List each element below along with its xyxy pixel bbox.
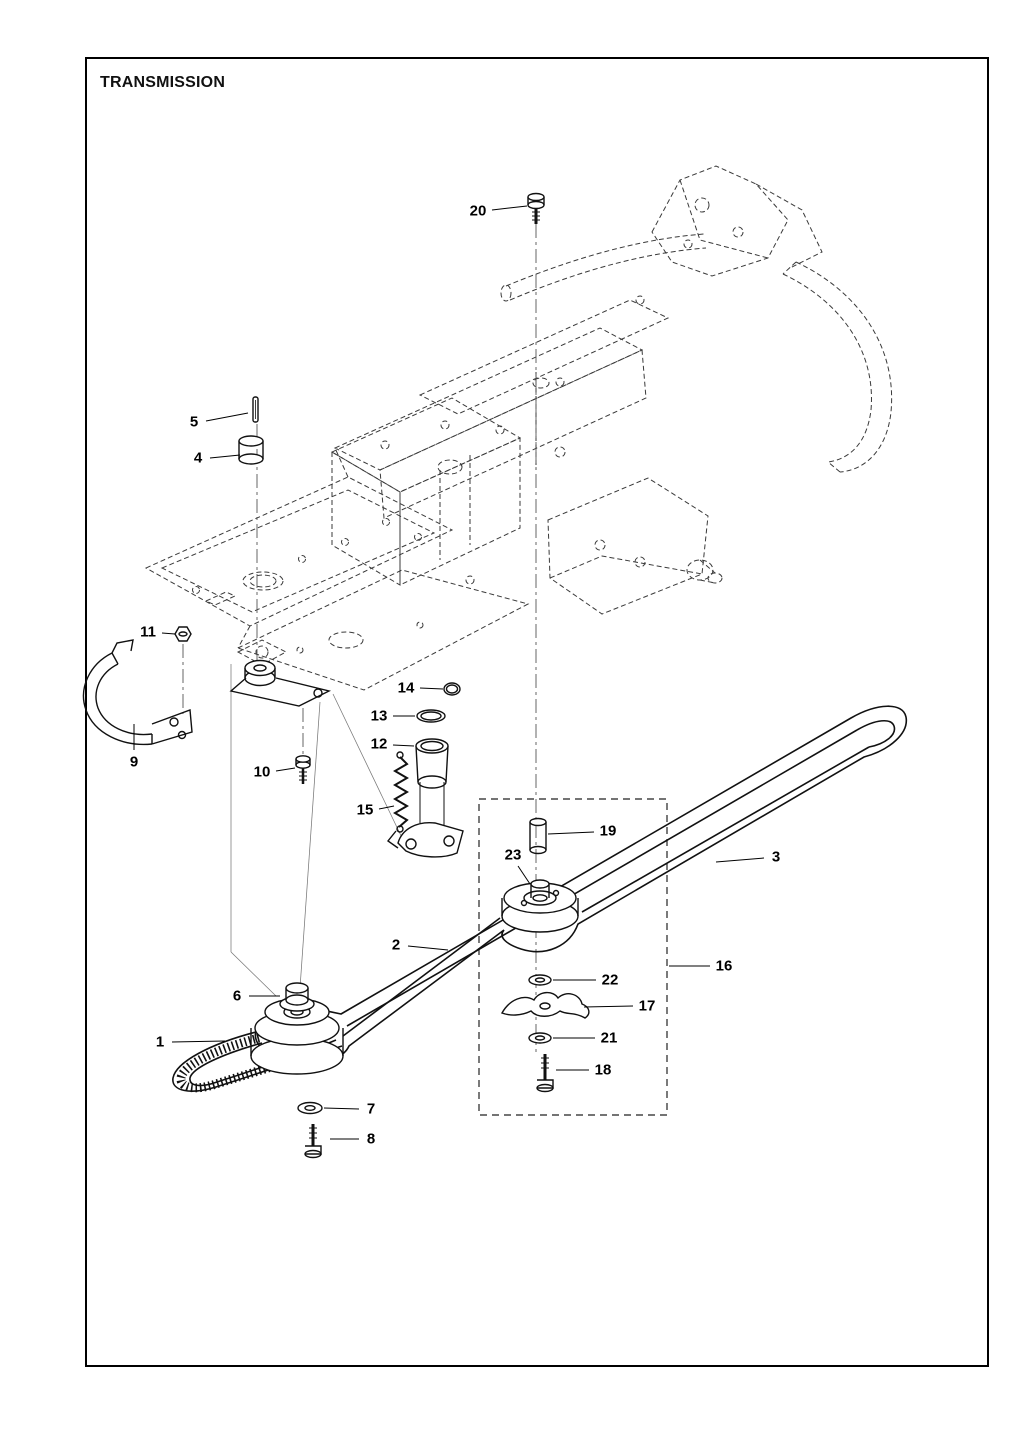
chassis-frame-dashed xyxy=(144,165,893,691)
spacer-6-top xyxy=(285,982,309,994)
ring-13 xyxy=(416,709,446,723)
callout-leader-4 xyxy=(209,454,241,459)
callout-leader-14 xyxy=(419,687,444,690)
idler-pulley-23 xyxy=(501,879,579,933)
page-title: TRANSMISSION xyxy=(100,74,226,91)
callout-leader-20 xyxy=(491,205,528,211)
callout-leader-12 xyxy=(392,744,415,747)
main-pulley-stack xyxy=(250,982,344,1075)
callout-leader-2 xyxy=(407,945,449,951)
cup-12 xyxy=(415,738,449,789)
nut-11 xyxy=(174,626,192,642)
bolt-20 xyxy=(527,192,545,224)
callout-leader-5 xyxy=(205,412,249,422)
washer-22 xyxy=(528,974,552,986)
leader-lines xyxy=(133,205,765,1140)
callout-leader-23 xyxy=(517,865,531,885)
callout-leader-17 xyxy=(583,1005,634,1008)
bolt-18 xyxy=(536,1054,554,1093)
screw-10 xyxy=(295,755,311,784)
roll-pin-5 xyxy=(252,396,259,423)
projection-lines xyxy=(230,664,405,997)
center-lines xyxy=(182,224,537,1052)
washer-21 xyxy=(528,1032,552,1044)
retainer-ring-14 xyxy=(443,682,461,696)
belt-guard-9 xyxy=(82,639,193,746)
callout-leader-7 xyxy=(323,1107,360,1110)
drive-belt-inner-return xyxy=(581,746,870,913)
idler-assembly-box xyxy=(478,798,668,1116)
callout-leader-10 xyxy=(275,767,296,772)
solid-parts xyxy=(82,192,590,1159)
drive-belt-inner-tip xyxy=(856,720,896,748)
callout-leader-11 xyxy=(161,632,176,635)
cogged-belt-texture xyxy=(176,1033,308,1093)
bushing-4 xyxy=(238,435,264,465)
spacer-19 xyxy=(529,817,547,855)
drive-belt-inner-left xyxy=(342,917,501,1037)
page-border xyxy=(85,57,989,1367)
drive-belt-inner-top xyxy=(346,729,858,1027)
bolt-8 xyxy=(304,1124,322,1159)
spring-15 xyxy=(393,751,409,833)
callout-leader-1 xyxy=(171,1040,226,1043)
callout-leader-19 xyxy=(547,831,595,835)
washer-7 xyxy=(297,1101,323,1115)
tension-bracket xyxy=(386,782,464,858)
callout-leader-3 xyxy=(715,857,765,863)
callout-leader-15 xyxy=(378,805,395,810)
belt-keeper-17 xyxy=(500,991,590,1019)
tension-arm xyxy=(229,659,332,707)
